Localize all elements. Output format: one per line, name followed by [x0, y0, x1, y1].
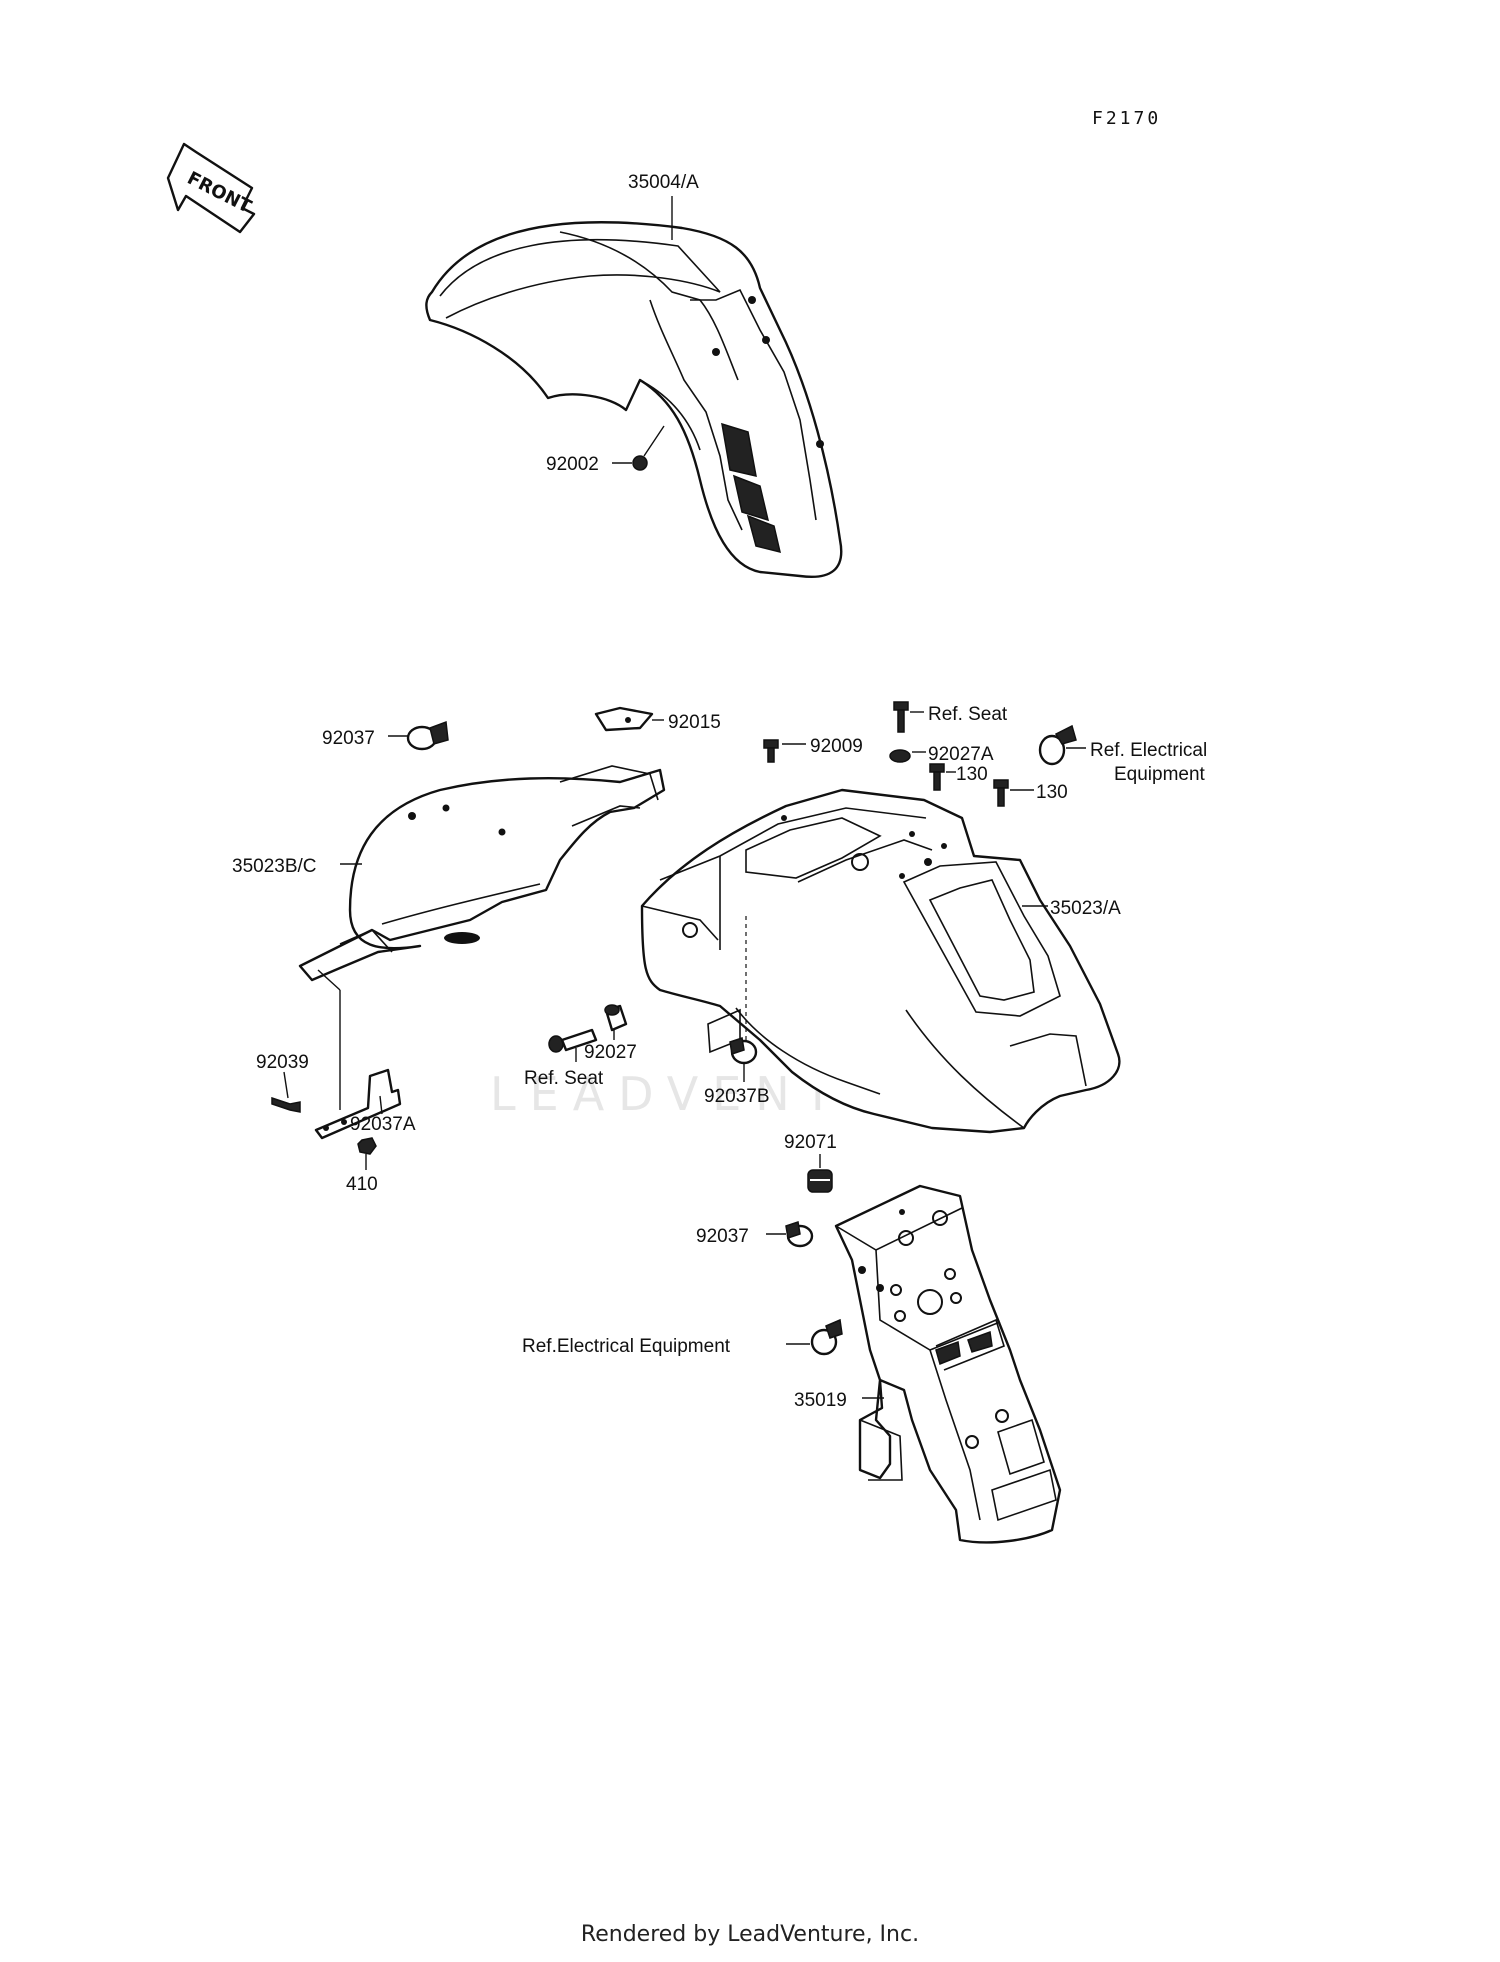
clip-icon: [594, 706, 654, 732]
bracket-92037A: [314, 1068, 402, 1140]
diagram-code: F2170: [1092, 108, 1161, 129]
label-92037A: 92037A: [350, 1114, 416, 1135]
electrical-clamp-lower-icon: [810, 1318, 843, 1356]
grommet-icon: [807, 1169, 833, 1193]
label-92002: 92002: [546, 454, 599, 475]
label-35019: 35019: [794, 1390, 847, 1411]
label-35023BC: 35023B/C: [232, 856, 317, 877]
front-arrow-icon: FRONT: [166, 142, 255, 234]
footer-credit: Rendered by LeadVenture, Inc.: [580, 1922, 920, 1947]
label-92027: 92027: [584, 1042, 637, 1063]
washer-icon: [889, 749, 911, 763]
label-ref-seat-mid: Ref. Seat: [524, 1068, 604, 1089]
label-ref-electrical-2: Equipment: [1114, 764, 1206, 785]
label-130-a: 130: [956, 764, 988, 785]
collar-icon: [604, 1004, 628, 1032]
label-130-b: 130: [1036, 782, 1068, 803]
label-ref-electrical-lower: Ref.Electrical Equipment: [522, 1336, 731, 1357]
electrical-clamp-icon: [1038, 724, 1077, 766]
bolt-130-icon: [929, 763, 945, 791]
seat-bolt-icon: [893, 701, 909, 733]
screw-icon: [632, 425, 665, 471]
label-92071: 92071: [784, 1132, 837, 1153]
label-92037-lower: 92037: [696, 1226, 749, 1247]
label-92015: 92015: [668, 712, 721, 733]
rear-fender: [640, 788, 1121, 1134]
clamp-icon: [406, 720, 449, 751]
label-410: 410: [346, 1174, 378, 1195]
label-92037-top: 92037: [322, 728, 375, 749]
bolt-130-icon: [993, 779, 1009, 807]
nut-icon: [357, 1137, 377, 1155]
clamp-lower-icon: [785, 1221, 814, 1248]
front-fender: [425, 221, 843, 579]
clamp-92037B-icon: [729, 1037, 758, 1065]
label-ref-seat-top: Ref. Seat: [928, 704, 1008, 725]
bolt-icon: [763, 739, 779, 763]
label-92009: 92009: [810, 736, 863, 757]
label-ref-electrical-1: Ref. Electrical: [1090, 740, 1207, 761]
label-92027A: 92027A: [928, 744, 994, 765]
label-92039: 92039: [256, 1052, 309, 1073]
rear-flap: [834, 1184, 1062, 1544]
label-35004A: 35004/A: [628, 172, 699, 193]
seat-bolt-mid-icon: [548, 1028, 598, 1053]
pin-icon: [271, 1096, 301, 1113]
label-35023A: 35023/A: [1050, 898, 1121, 919]
inner-fender: [298, 765, 666, 982]
label-92037B: 92037B: [704, 1086, 770, 1107]
